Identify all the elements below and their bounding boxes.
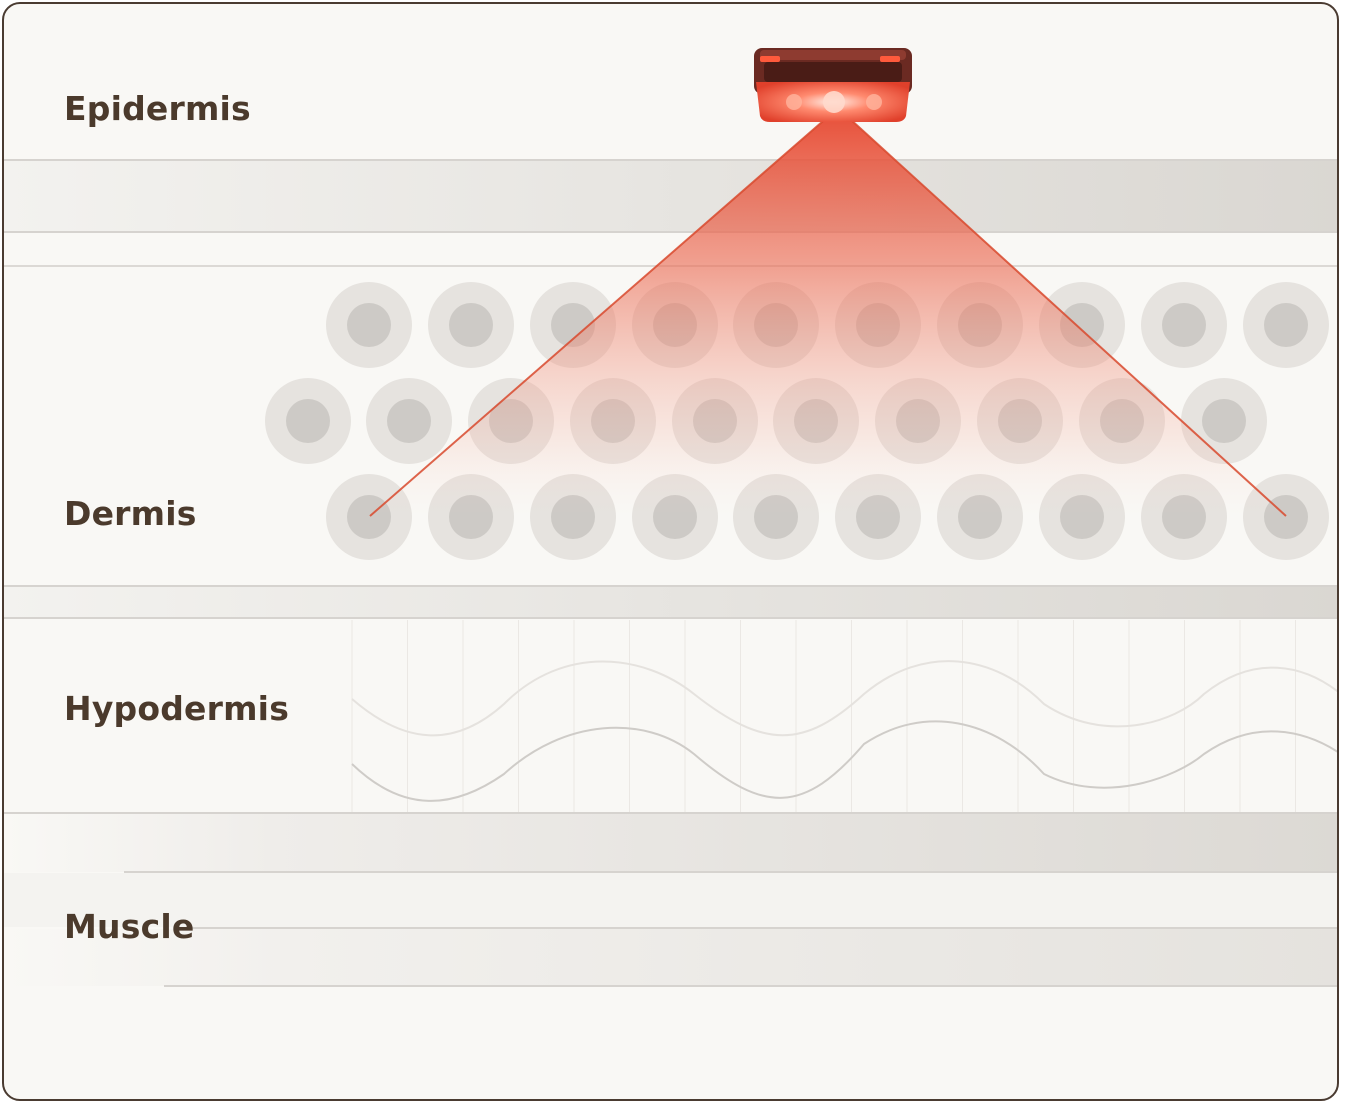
dermis-cell — [1181, 378, 1267, 464]
dermis-cell — [326, 282, 412, 368]
muscle-label: Muscle — [64, 907, 195, 946]
dermis-cell — [326, 474, 412, 560]
epidermis-label: Epidermis — [64, 89, 251, 128]
red-light-therapy-device-icon — [754, 48, 912, 122]
hypodermis-label: Hypodermis — [64, 689, 290, 728]
skin-layers-diagram — [4, 48, 1337, 987]
muscle-bands — [4, 814, 1337, 987]
dermis-cell — [1243, 474, 1329, 560]
dermis-cell — [1141, 282, 1227, 368]
dermis-cell — [1243, 282, 1329, 368]
light-beam — [369, 107, 1287, 517]
dermis-boundary-band — [4, 585, 1337, 619]
dermis-cell — [265, 378, 351, 464]
dermis-cell — [366, 378, 452, 464]
hypodermis-tissue — [4, 620, 1337, 814]
epidermis-band — [4, 159, 1337, 267]
dermis-label: Dermis — [64, 494, 197, 533]
dermis-cell — [428, 282, 514, 368]
